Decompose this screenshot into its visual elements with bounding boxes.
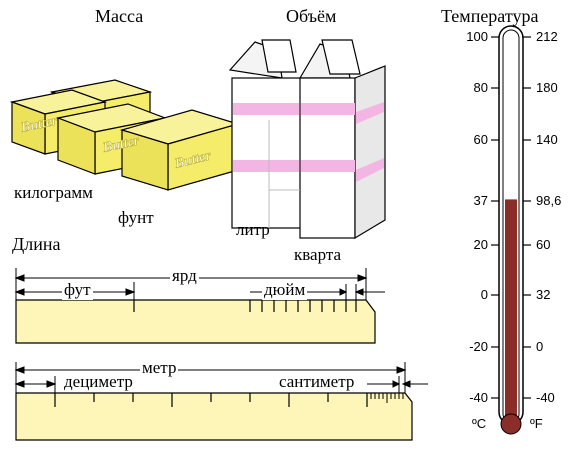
meter-dimension-lines: [14, 362, 428, 393]
celsius-tick-label: 20: [473, 237, 488, 252]
celsius-tick-label: 100: [466, 29, 488, 44]
fahrenheit-unit-label: ºF: [530, 416, 543, 431]
temperature-heading: Температура: [441, 6, 539, 26]
fahrenheit-tick-label: 180: [536, 80, 558, 95]
celsius-tick-label: 37: [473, 193, 488, 208]
fahrenheit-tick-label: 212: [536, 29, 558, 44]
fahrenheit-tick-label: -40: [536, 390, 555, 405]
yard-ruler: [15, 299, 376, 344]
quart-label: кварта: [294, 245, 342, 264]
length-heading: Длина: [12, 234, 61, 254]
inch-label: дюйм: [262, 280, 308, 300]
celsius-tick-label: 60: [473, 132, 488, 147]
butter-block: [119, 109, 241, 191]
mercury-column: [505, 199, 517, 420]
celsius-tick-label: -20: [469, 339, 488, 354]
celsius-tick-label: -40: [469, 390, 488, 405]
thermometer: [491, 25, 531, 435]
meter-ruler: [15, 392, 413, 441]
decimeter-label: дециметр: [62, 372, 135, 392]
milk-cartons-illustration: [228, 39, 386, 240]
pound-label: фунт: [118, 208, 154, 227]
fahrenheit-tick-label: 140: [536, 132, 558, 147]
fahrenheit-tick-label: 98,6: [536, 193, 562, 208]
fahrenheit-tick-label: 32: [536, 287, 551, 302]
butter-blocks-illustration: [9, 79, 241, 191]
volume-heading: Объём: [286, 6, 337, 26]
centimeter-label: сантиметр: [277, 372, 357, 392]
fahrenheit-tick-label: 0: [536, 339, 544, 354]
mass-heading: Масса: [95, 6, 144, 26]
celsius-unit-label: ºC: [472, 416, 487, 431]
kilogram-label: килограмм: [14, 183, 93, 202]
liter-label: литр: [236, 220, 270, 239]
thermometer-bulb: [500, 413, 522, 435]
yard-label: ярд: [170, 266, 199, 286]
celsius-tick-label: 80: [473, 80, 488, 95]
celsius-tick-label: 0: [480, 287, 488, 302]
foot-label: фут: [62, 280, 93, 300]
meter-label: метр: [140, 358, 179, 378]
fahrenheit-tick-label: 60: [536, 237, 551, 252]
